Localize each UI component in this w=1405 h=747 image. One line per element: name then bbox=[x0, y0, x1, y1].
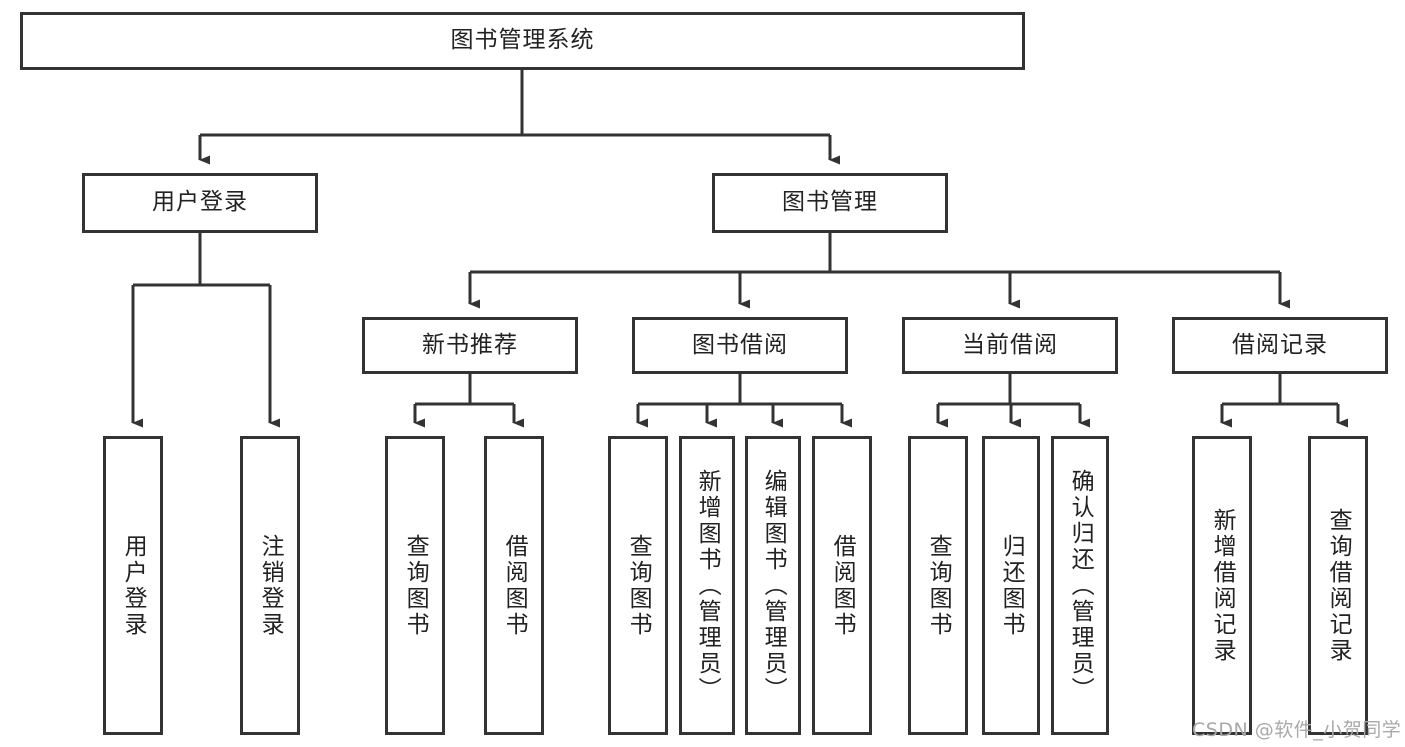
node-root[interactable]: 图书管理系统 bbox=[20, 12, 1025, 70]
leaf-query-book-borrow[interactable]: 查询图书 bbox=[608, 436, 668, 735]
leaf-borrow-book[interactable]: 借阅图书 bbox=[812, 436, 872, 735]
leaf-edit-book-admin-label: 编辑图书（管理员） bbox=[760, 468, 787, 703]
leaf-user-logout[interactable]: 注销登录 bbox=[240, 436, 300, 735]
node-book-borrow-label: 图书借阅 bbox=[692, 331, 788, 358]
leaf-user-login[interactable]: 用户登录 bbox=[103, 436, 163, 735]
node-book-manage-label: 图书管理 bbox=[782, 189, 878, 216]
node-borrow-record-label: 借阅记录 bbox=[1232, 331, 1328, 358]
leaf-return-book[interactable]: 归还图书 bbox=[982, 436, 1040, 735]
leaf-return-book-label: 归还图书 bbox=[998, 533, 1025, 638]
node-borrow-record[interactable]: 借阅记录 bbox=[1172, 317, 1388, 374]
node-current-borrow[interactable]: 当前借阅 bbox=[902, 317, 1118, 374]
node-user-login-label: 用户登录 bbox=[152, 189, 248, 216]
node-new-book-recommend-label: 新书推荐 bbox=[422, 331, 518, 358]
leaf-query-book-cur-label: 查询图书 bbox=[925, 533, 952, 638]
leaf-borrow-book-rec-label: 借阅图书 bbox=[501, 533, 528, 638]
leaf-add-book-admin-label: 新增图书（管理员） bbox=[694, 468, 721, 703]
node-root-label: 图书管理系统 bbox=[450, 27, 595, 54]
leaf-confirm-return-admin[interactable]: 确认归还（管理员） bbox=[1051, 436, 1109, 735]
leaf-borrow-book-rec[interactable]: 借阅图书 bbox=[484, 436, 544, 735]
leaf-user-logout-label: 注销登录 bbox=[257, 533, 284, 638]
leaf-confirm-return-admin-label: 确认归还（管理员） bbox=[1067, 468, 1094, 703]
csdn-watermark: CSDN @软件_小贺同学 bbox=[1192, 719, 1402, 741]
leaf-add-book-admin[interactable]: 新增图书（管理员） bbox=[679, 436, 735, 735]
leaf-add-borrow-record[interactable]: 新增借阅记录 bbox=[1192, 436, 1252, 735]
leaf-borrow-book-label: 借阅图书 bbox=[829, 533, 856, 638]
node-current-borrow-label: 当前借阅 bbox=[962, 331, 1058, 358]
node-book-borrow[interactable]: 图书借阅 bbox=[632, 317, 848, 374]
leaf-query-book-borrow-label: 查询图书 bbox=[625, 533, 652, 638]
leaf-edit-book-admin[interactable]: 编辑图书（管理员） bbox=[745, 436, 801, 735]
leaf-add-borrow-record-label: 新增借阅记录 bbox=[1209, 507, 1236, 664]
node-book-manage[interactable]: 图书管理 bbox=[712, 173, 948, 233]
leaf-query-book-rec[interactable]: 查询图书 bbox=[385, 436, 445, 735]
leaf-query-book-rec-label: 查询图书 bbox=[402, 533, 429, 638]
leaf-query-borrow-record-label: 查询借阅记录 bbox=[1325, 507, 1352, 664]
leaf-query-borrow-record[interactable]: 查询借阅记录 bbox=[1308, 436, 1368, 735]
node-user-login[interactable]: 用户登录 bbox=[82, 173, 318, 233]
leaf-query-book-cur[interactable]: 查询图书 bbox=[908, 436, 968, 735]
leaf-user-login-label: 用户登录 bbox=[120, 533, 147, 638]
node-new-book-recommend[interactable]: 新书推荐 bbox=[362, 317, 578, 374]
